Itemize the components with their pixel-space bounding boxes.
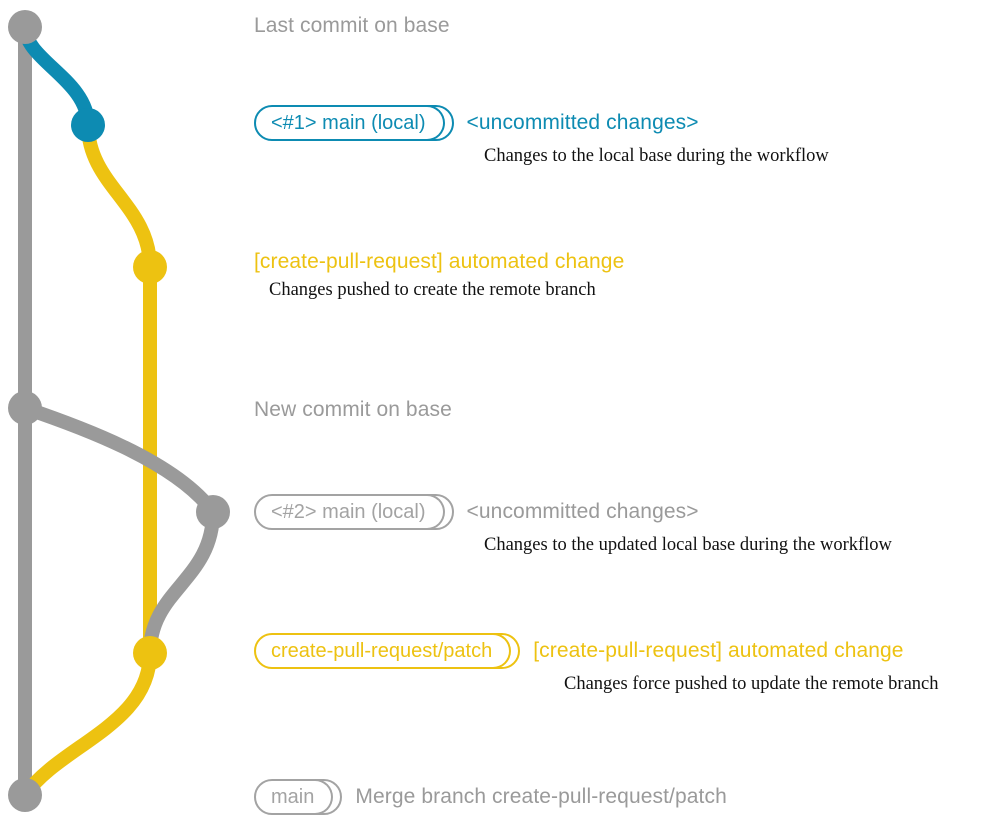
- commit-headline: Merge branch create-pull-request/patch: [355, 785, 727, 808]
- commit-headline: Last commit on base: [254, 14, 450, 37]
- ref-badge-main-local-2[interactable]: <#2> main (local): [254, 494, 454, 530]
- edge-local1-to-patch1: [81, 118, 157, 274]
- node-local-2: [196, 495, 230, 529]
- node-merge: [8, 778, 42, 812]
- commit-description: Changes pushed to create the remote bran…: [269, 280, 596, 300]
- edge-local2-to-patch2: [143, 505, 220, 660]
- ref-badge-main-local-1[interactable]: <#1> main (local): [254, 105, 454, 141]
- headline-row: main Merge branch create-pull-request/pa…: [254, 779, 727, 815]
- commit-entry-new-commit: New commit on base: [254, 397, 452, 423]
- edge-basenew-to-local2: [18, 401, 220, 519]
- commit-nodes: [8, 10, 230, 812]
- ref-badge-main[interactable]: main: [254, 779, 343, 815]
- commit-entry-automated-2: create-pull-request/patch [create-pull-r…: [254, 633, 939, 696]
- commit-entry-automated-1: [create-pull-request] automated change C…: [254, 249, 624, 302]
- commit-description: Changes to the updated local base during…: [484, 535, 892, 555]
- commit-entry-local-2: <#2> main (local) <uncommitted changes> …: [254, 494, 892, 557]
- node-base-head: [8, 10, 42, 44]
- commit-entry-merge: main Merge branch create-pull-request/pa…: [254, 779, 727, 815]
- commit-description: Changes to the local base during the wor…: [484, 146, 829, 166]
- commit-entry-last-commit: Last commit on base: [254, 13, 450, 39]
- commit-headline: New commit on base: [254, 398, 452, 421]
- commit-headline: [create-pull-request] automated change: [533, 639, 904, 662]
- commit-headline: <uncommitted changes>: [466, 500, 699, 523]
- commit-description: Changes force pushed to update the remot…: [564, 674, 939, 694]
- node-patch-1: [133, 250, 167, 284]
- node-local-1: [71, 108, 105, 142]
- headline-row: [create-pull-request] automated change: [254, 249, 624, 275]
- ref-badge-create-pull-request-patch[interactable]: create-pull-request/patch: [254, 633, 521, 669]
- headline-row: New commit on base: [254, 397, 452, 423]
- headline-row: <#2> main (local) <uncommitted changes>: [254, 494, 892, 530]
- headline-row: <#1> main (local) <uncommitted changes>: [254, 105, 829, 141]
- commit-entry-local-1: <#1> main (local) <uncommitted changes> …: [254, 105, 829, 168]
- node-patch-2: [133, 636, 167, 670]
- edge-patch2-to-merge: [18, 646, 157, 802]
- node-base-new: [8, 391, 42, 425]
- headline-row: Last commit on base: [254, 13, 450, 39]
- headline-row: create-pull-request/patch [create-pull-r…: [254, 633, 939, 669]
- commit-headline: <uncommitted changes>: [466, 111, 699, 134]
- commit-headline: [create-pull-request] automated change: [254, 250, 625, 273]
